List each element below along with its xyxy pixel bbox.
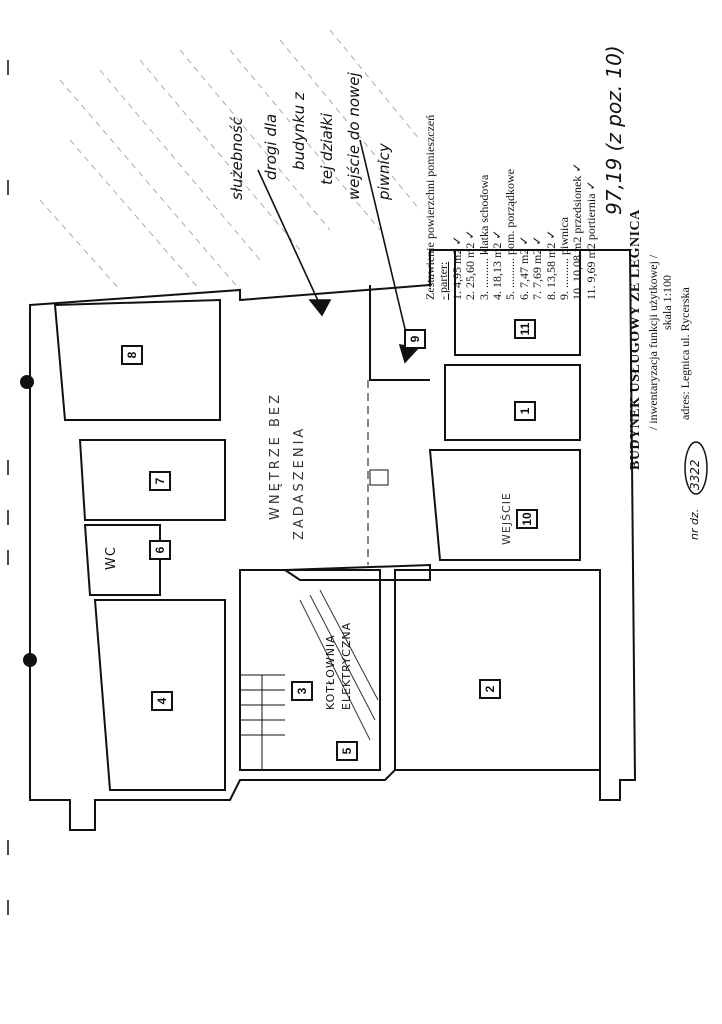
- building-subtitle: / inwentaryzacja funkcji użytkowej /: [646, 254, 660, 430]
- room-8-label: 8: [121, 345, 143, 365]
- legend-row: 11. 9,69 m2 portiernia ✓: [583, 180, 598, 300]
- room-2-label: 2: [479, 679, 501, 699]
- legend-row: 10. 10,08 m2 przedsionek ✓: [570, 162, 585, 300]
- reference-number: 3322: [688, 459, 702, 490]
- scale-label: skala 1:100: [660, 275, 674, 330]
- room-4-label: 4: [151, 691, 173, 711]
- legend-row: 6. 7,47 m2 ✓: [516, 235, 531, 300]
- room-3-label: 3: [291, 681, 313, 701]
- room-11-label: 11: [514, 319, 536, 339]
- room-1-label: 1: [514, 401, 536, 421]
- room-5-label: 5: [336, 741, 358, 761]
- annotation-arrows: [257, 139, 420, 364]
- wc-label: WC: [104, 546, 119, 570]
- entrance-label: WEJŚCIE: [500, 492, 513, 545]
- legend-floor: - parter:: [436, 261, 451, 300]
- handwritten-total: 97,19 (z poz. 10): [602, 45, 626, 215]
- legend-row: 3. .......... klatka schodowa: [476, 174, 491, 300]
- legend-row: 1. 4,95 m2 ✓: [449, 235, 464, 300]
- legend-row: 8. 13,58 m2 ✓: [543, 229, 558, 300]
- legend-row: 9. .......... piwnica: [556, 217, 571, 300]
- legend-row: 5. .......... pom. porządkowe: [503, 169, 518, 300]
- legend-header: Zestawienie powierzchni pomieszczeń: [423, 114, 437, 300]
- boiler-room-label-2: ELEKTRYCZNA: [340, 621, 353, 710]
- courtyard-label-2: ZADASZENIA: [292, 425, 307, 540]
- room-9-label: 9: [404, 329, 426, 349]
- room-6-label: 6: [149, 540, 171, 560]
- reference-prefix: nr dz.: [688, 508, 701, 540]
- punch-hole: [23, 653, 37, 667]
- hatching: [39, 29, 421, 291]
- building-title: BUDYNEK USŁUGOWY ZE LEGNICA: [628, 209, 643, 470]
- punch-hole: [20, 375, 34, 389]
- area-legend: Zestawienie powierzchni pomieszczeń - pa…: [423, 0, 598, 300]
- legend-row: 2. 25,60 m2 ✓: [463, 229, 478, 300]
- boiler-room-label: KOTŁOWNIA: [324, 634, 337, 710]
- courtyard-label: WNĘTRZE BEZ: [268, 391, 283, 520]
- room-10-label: 10: [516, 509, 538, 529]
- address-label: adres: Legnica ul. Rycerska: [678, 287, 692, 420]
- legend-row: 7. 7,69 m2 ✓: [530, 235, 545, 300]
- legend-row: 4. 18,13 m2 ✓: [489, 229, 504, 300]
- reference-oval: [684, 441, 708, 495]
- room-7-label: 7: [149, 471, 171, 491]
- stairs: [240, 380, 389, 770]
- walls: [29, 249, 637, 831]
